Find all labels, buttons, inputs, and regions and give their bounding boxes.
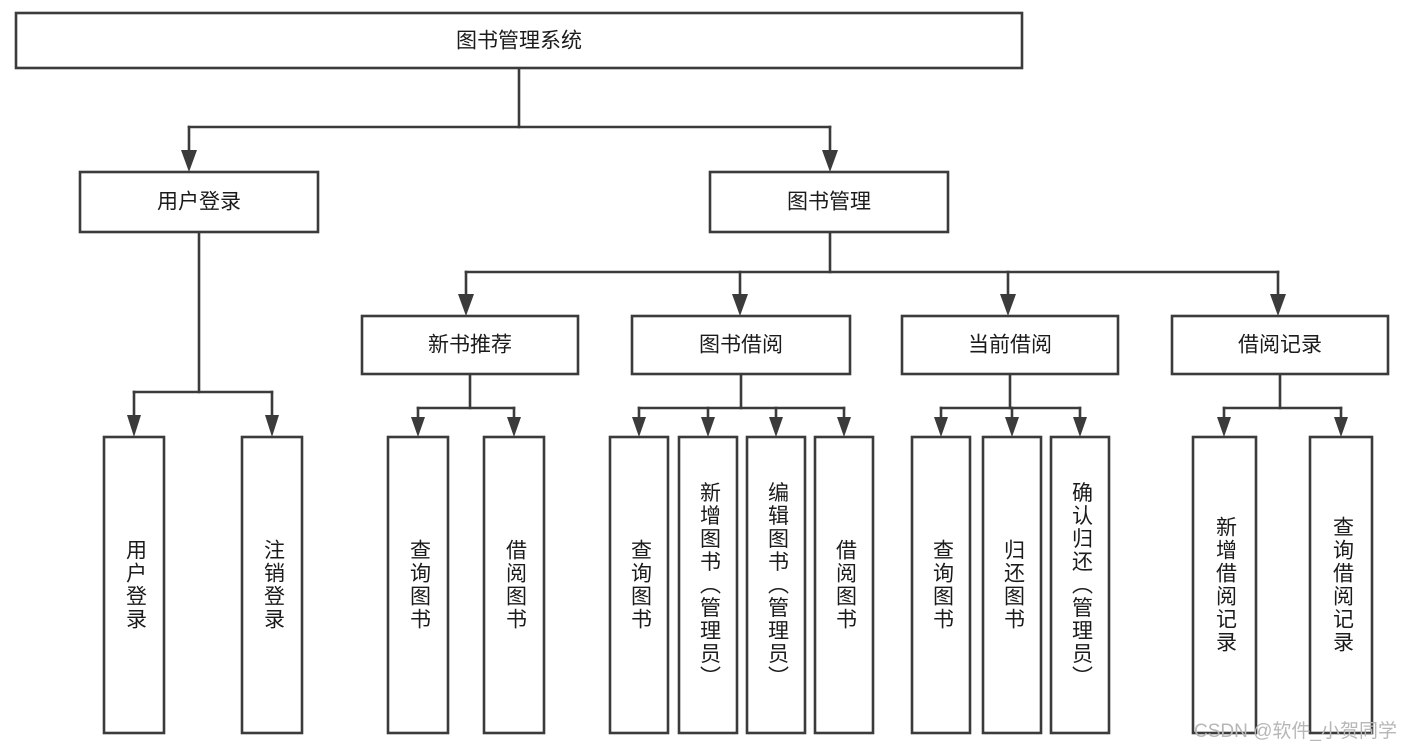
node-current-borrow[interactable]: 当前借阅 [900,314,1120,376]
arrow-head-current-borrow [1000,294,1016,316]
node-leaf-return-book-box[interactable] [981,435,1043,735]
csdn-watermark: CSDN @软件_小贺同学 [1194,721,1397,742]
node-current-borrow-label: 当前借阅 [968,334,1052,357]
node-new-book-recommend-box[interactable] [360,314,580,376]
connector-borrow-record-to-leaves [1217,372,1348,437]
node-leaf-query-borrow-record-box[interactable] [1308,435,1374,735]
arrow-head-leaf-user-login [127,415,141,437]
node-leaf-user-login-label: 用户登录 [123,539,147,631]
node-leaf-add-borrow-record-box[interactable] [1191,435,1258,735]
node-leaf-borrow-book-label: 借阅图书 [833,539,857,631]
arrow-head-user-login [181,150,197,172]
arrow-head-leaf-logout [265,415,279,437]
node-leaf-borrow-book-recommend-box[interactable] [482,435,546,735]
node-leaf-add-borrow-record[interactable]: 新增借阅记录 [1191,435,1258,735]
node-root[interactable]: 图书管理系统 [14,11,1024,70]
node-leaf-add-book-admin-label: 新增图书（管理员） [697,482,721,689]
arrow-head-leaf-borrow-book-recommend [507,417,521,437]
node-leaf-confirm-return-admin-label: 确认归还（管理员） [1069,482,1093,689]
node-leaf-user-login-box[interactable] [102,435,166,735]
connector-user-login-to-leaves [127,230,279,437]
node-book-management-box[interactable] [708,170,950,234]
connector-book-management-to-level3 [458,230,1286,316]
arrow-head-leaf-confirm-return-admin [1073,417,1087,437]
node-book-borrow-box[interactable] [630,314,852,376]
node-borrow-record-label: 借阅记录 [1238,334,1322,357]
node-user-login-label: 用户登录 [157,191,241,214]
arrow-head-book-borrow [732,294,748,316]
arrow-head-leaf-query-borrow-record [1334,417,1348,437]
node-leaf-return-book-label: 归还图书 [1001,539,1025,631]
node-leaf-confirm-return-admin[interactable]: 确认归还（管理员） [1049,435,1111,735]
node-leaf-borrow-book-recommend-label: 借阅图书 [503,539,527,631]
node-leaf-borrow-book-recommend[interactable]: 借阅图书 [482,435,546,735]
arrow-head-leaf-query-book-current [934,417,948,437]
node-book-borrow[interactable]: 图书借阅 [630,314,852,376]
connector-root-to-level2 [181,66,838,172]
node-leaf-query-book-recommend-label: 查询图书 [407,539,431,631]
node-leaf-query-book-borrow-box[interactable] [608,435,670,735]
node-leaf-query-book-current-label: 查询图书 [930,539,954,631]
node-new-book-recommend-label: 新书推荐 [428,334,512,357]
arrow-head-new-book-recommend [458,294,474,316]
connector-book-borrow-to-leaves [632,372,851,437]
connector-new-book-recommend-to-leaves [411,372,521,437]
node-leaf-query-book-borrow-label: 查询图书 [628,539,652,631]
node-leaf-query-book-recommend-box[interactable] [386,435,450,735]
node-leaf-return-book[interactable]: 归还图书 [981,435,1043,735]
node-root-label: 图书管理系统 [456,30,582,53]
arrow-head-borrow-record [1270,294,1286,316]
node-leaf-borrow-book[interactable]: 借阅图书 [813,435,875,735]
node-new-book-recommend[interactable]: 新书推荐 [360,314,580,376]
node-leaf-borrow-book-box[interactable] [813,435,875,735]
arrow-head-leaf-add-borrow-record [1217,417,1231,437]
node-leaf-query-book-borrow[interactable]: 查询图书 [608,435,670,735]
node-borrow-record-box[interactable] [1170,314,1390,376]
node-leaf-query-book-current-box[interactable] [910,435,972,735]
arrow-head-leaf-return-book [1005,417,1019,437]
arrow-head-leaf-borrow-book [837,417,851,437]
node-leaf-edit-book-admin-label: 编辑图书（管理员） [765,482,789,689]
connector-current-borrow-to-leaves [934,372,1087,437]
node-leaf-add-borrow-record-label: 新增借阅记录 [1213,516,1237,654]
node-book-management[interactable]: 图书管理 [708,170,950,234]
node-leaf-add-book-admin[interactable]: 新增图书（管理员） [677,435,739,735]
node-user-login[interactable]: 用户登录 [78,170,320,234]
node-book-borrow-label: 图书借阅 [699,334,783,357]
arrow-head-leaf-edit-book-admin [769,417,783,437]
node-root-box[interactable] [14,11,1024,70]
node-leaf-edit-book-admin-box[interactable] [745,435,807,735]
node-leaf-user-login[interactable]: 用户登录 [102,435,166,735]
node-current-borrow-box[interactable] [900,314,1120,376]
node-leaf-logout-box[interactable] [240,435,304,735]
node-leaf-query-borrow-record[interactable]: 查询借阅记录 [1308,435,1374,735]
node-leaf-confirm-return-admin-box[interactable] [1049,435,1111,735]
arrow-head-leaf-query-book-borrow [632,417,646,437]
node-leaf-query-borrow-record-label: 查询借阅记录 [1330,516,1354,654]
arrow-head-leaf-add-book-admin [701,417,715,437]
node-leaf-logout-label: 注销登录 [261,539,285,631]
node-borrow-record[interactable]: 借阅记录 [1170,314,1390,376]
node-leaf-logout[interactable]: 注销登录 [240,435,304,735]
arrow-head-leaf-query-book-recommend [411,417,425,437]
node-user-login-box[interactable] [78,170,320,234]
node-leaf-add-book-admin-box[interactable] [677,435,739,735]
arrow-head-book-management [822,150,838,172]
node-leaf-query-book-current[interactable]: 查询图书 [910,435,972,735]
node-leaf-edit-book-admin[interactable]: 编辑图书（管理员） [745,435,807,735]
node-book-management-label: 图书管理 [787,191,871,214]
node-leaf-query-book-recommend[interactable]: 查询图书 [386,435,450,735]
